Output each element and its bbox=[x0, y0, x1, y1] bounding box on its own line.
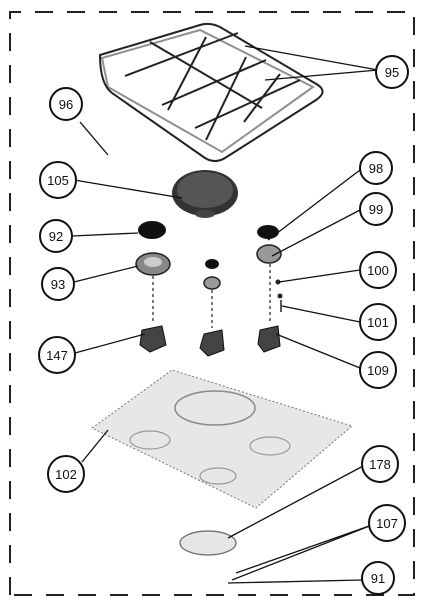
callout-label-98: 98 bbox=[369, 161, 383, 176]
callout-label-105: 105 bbox=[47, 173, 69, 188]
ring-part bbox=[179, 530, 237, 556]
burner-head-right bbox=[256, 244, 282, 264]
callout-label-107: 107 bbox=[376, 516, 398, 531]
callout-101: 101 bbox=[359, 303, 397, 341]
thermocouple bbox=[277, 293, 283, 299]
callout-label-95: 95 bbox=[385, 65, 399, 80]
callout-96: 96 bbox=[49, 87, 83, 121]
callout-label-91: 91 bbox=[371, 571, 385, 586]
right-burner-cap bbox=[257, 225, 279, 239]
gas-injector-middle bbox=[199, 329, 225, 357]
callout-label-101: 101 bbox=[367, 315, 389, 330]
pan-support-grate bbox=[98, 22, 324, 162]
burner-head bbox=[135, 252, 171, 276]
callout-99: 99 bbox=[359, 192, 393, 226]
callout-label-178: 178 bbox=[369, 457, 391, 472]
callout-label-109: 109 bbox=[367, 363, 389, 378]
gas-injector-right bbox=[257, 325, 281, 353]
callout-label-92: 92 bbox=[49, 229, 63, 244]
callout-109: 109 bbox=[359, 351, 397, 389]
callout-label-100: 100 bbox=[367, 263, 389, 278]
callout-102: 102 bbox=[47, 455, 85, 493]
callout-178: 178 bbox=[361, 445, 399, 483]
middle-burner-cap bbox=[205, 259, 219, 269]
burner-head-middle bbox=[203, 276, 221, 290]
callout-100: 100 bbox=[359, 251, 397, 289]
callout-label-93: 93 bbox=[51, 277, 65, 292]
spark-plug bbox=[275, 279, 281, 285]
callout-label-99: 99 bbox=[369, 202, 383, 217]
callout-107: 107 bbox=[368, 504, 406, 542]
hob-top-plate bbox=[91, 369, 354, 509]
leader-lines bbox=[71, 45, 379, 584]
callout-98: 98 bbox=[359, 151, 393, 185]
callout-95: 95 bbox=[375, 55, 409, 89]
callout-label-96: 96 bbox=[59, 97, 73, 112]
callout-label-102: 102 bbox=[55, 467, 77, 482]
assembly-lines bbox=[152, 264, 271, 328]
large-burner-cap bbox=[172, 170, 238, 218]
callout-91: 91 bbox=[361, 561, 395, 595]
small-burner-cap bbox=[138, 221, 166, 239]
callout-93: 93 bbox=[41, 267, 75, 301]
callout-147: 147 bbox=[38, 336, 76, 374]
callout-105: 105 bbox=[39, 161, 77, 199]
callout-label-147: 147 bbox=[46, 348, 68, 363]
callout-92: 92 bbox=[39, 219, 73, 253]
gas-injector-left bbox=[139, 325, 167, 353]
dashed-border bbox=[9, 11, 415, 596]
